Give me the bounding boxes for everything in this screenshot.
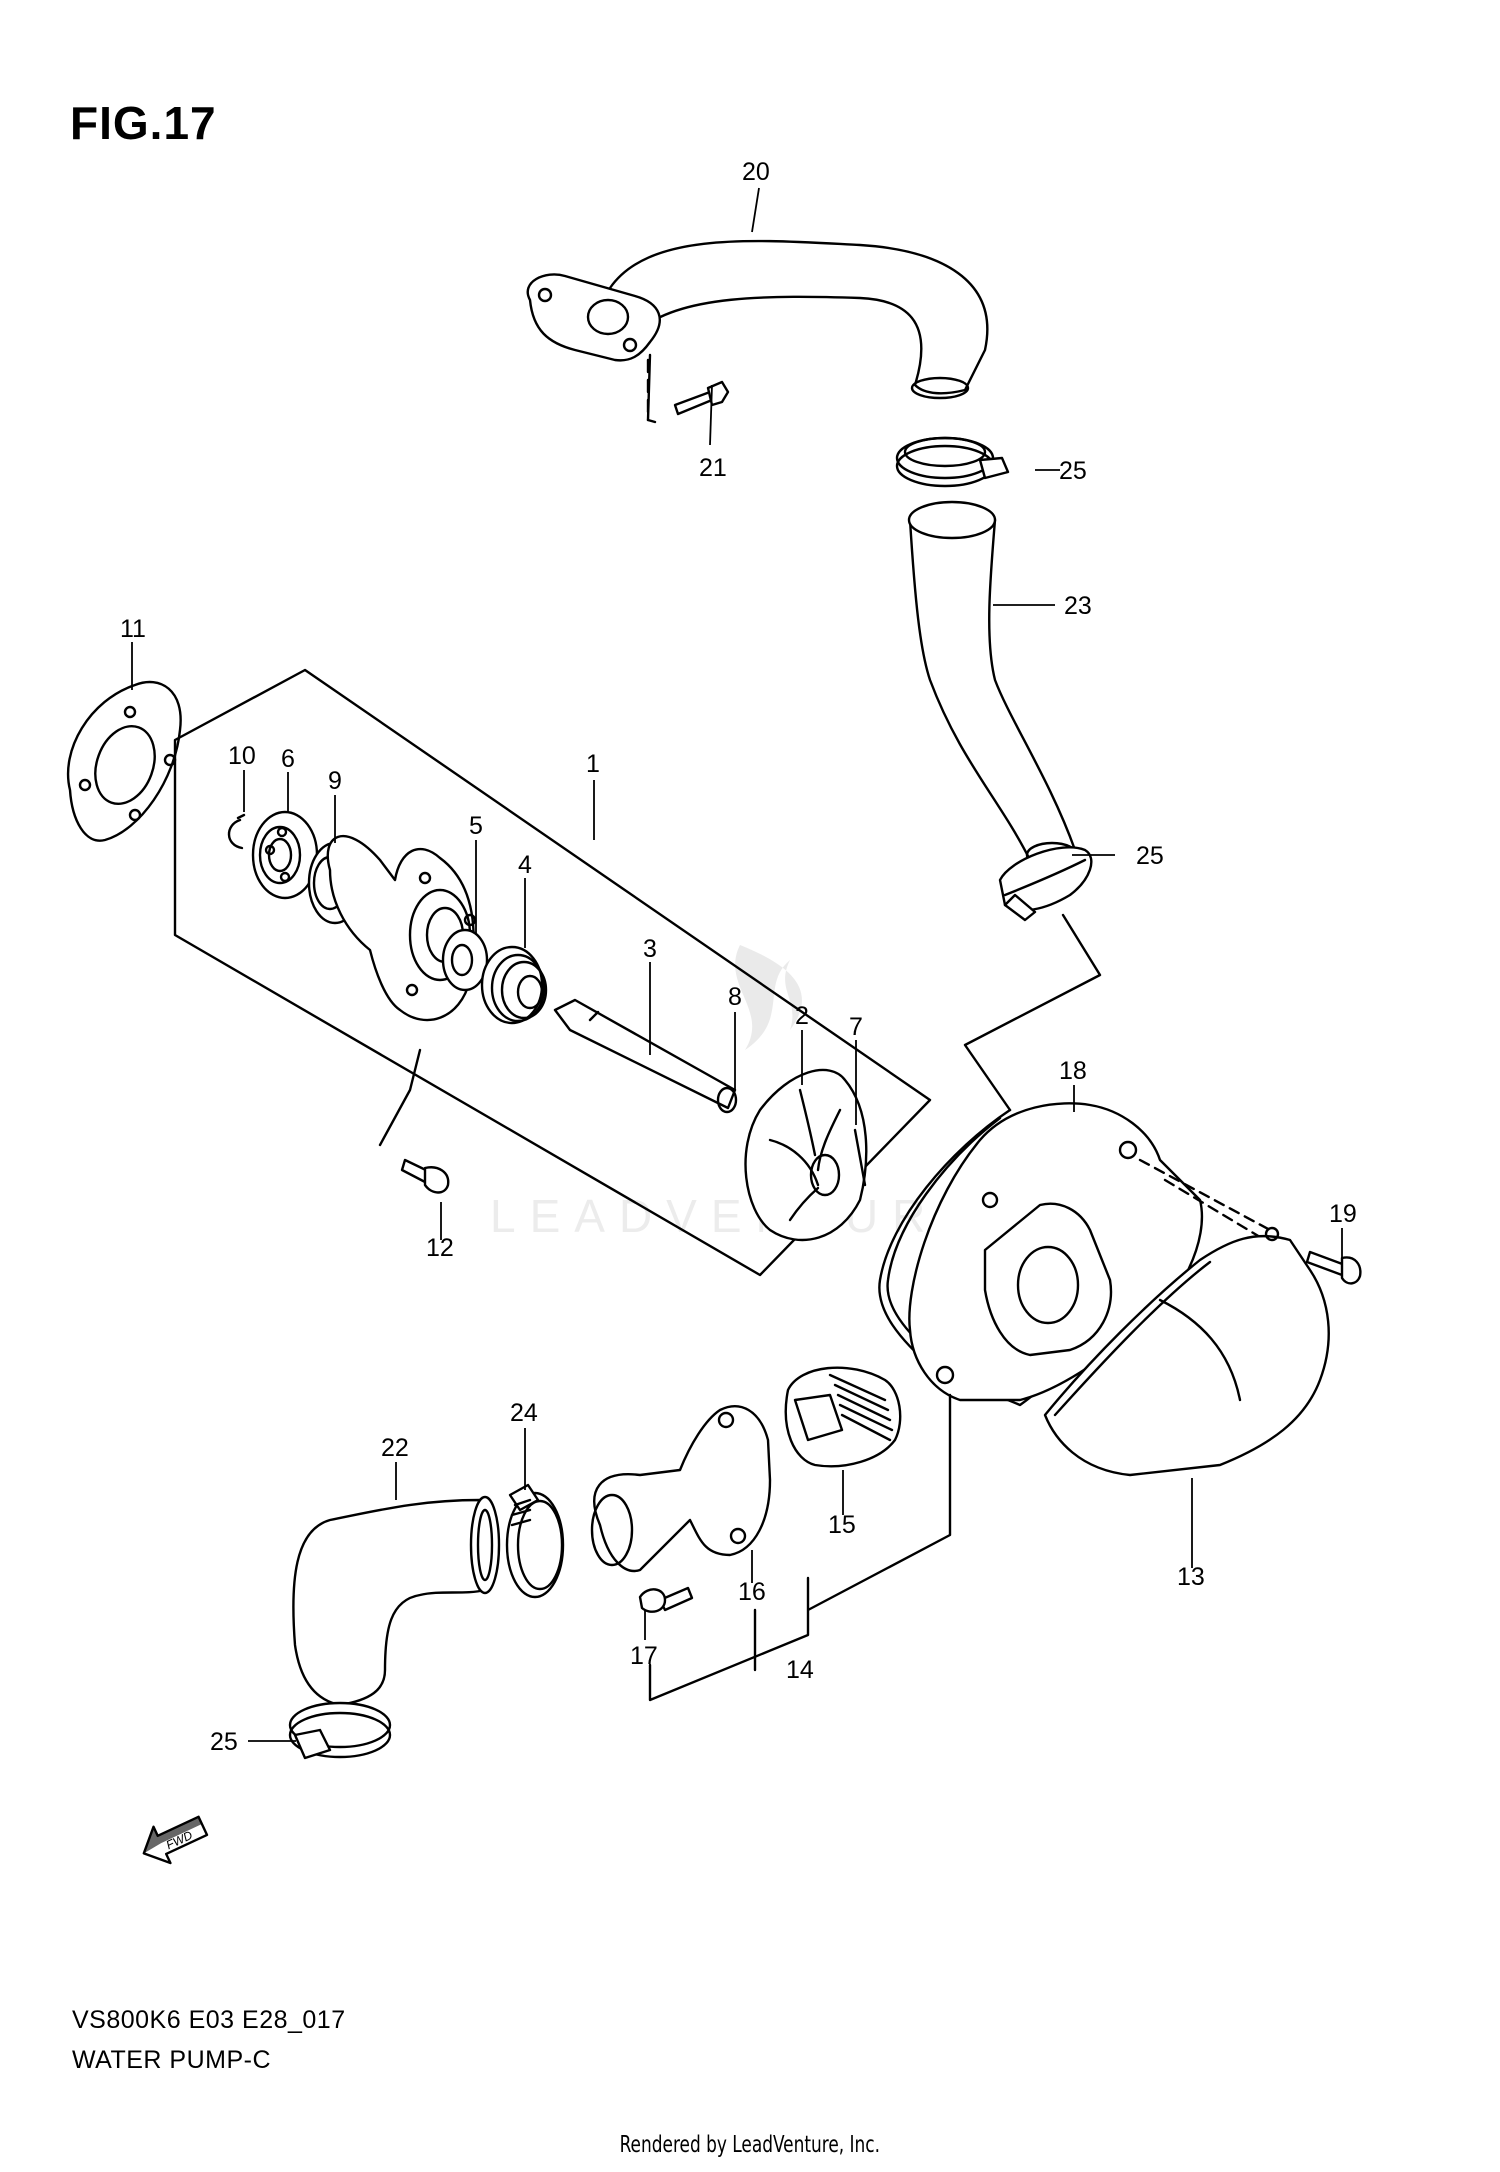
part-11-gasket[interactable] <box>66 680 182 842</box>
part-6-bearing[interactable] <box>251 810 319 900</box>
callout-19[interactable]: 19 <box>1329 1200 1357 1228</box>
callout-25-bottom[interactable]: 25 <box>210 1728 238 1756</box>
callout-25-top[interactable]: 25 <box>1059 457 1087 485</box>
part-23-water-hose[interactable] <box>907 500 1079 869</box>
part-22-elbow-hose[interactable] <box>292 1495 501 1707</box>
callout-22[interactable]: 22 <box>381 1434 409 1462</box>
callout-21[interactable]: 21 <box>699 454 727 482</box>
part-24-hose-clamp[interactable] <box>505 1483 565 1599</box>
callout-9[interactable]: 9 <box>328 767 342 795</box>
callout-5[interactable]: 5 <box>469 812 483 840</box>
callout-8[interactable]: 8 <box>728 983 742 1011</box>
part-13-pump-cover[interactable] <box>1043 1226 1330 1477</box>
model-code: VS800K6 E03 E28_017 <box>72 2006 346 2034</box>
part-16-thermostat-cover[interactable] <box>590 1405 772 1573</box>
part-25-hose-clamp-bottom[interactable] <box>288 1701 392 1760</box>
leader-lines <box>131 187 1343 1742</box>
footer-text: Rendered by LeadVenture, Inc. <box>619 2132 881 2158</box>
part-1-pump-body[interactable] <box>326 835 477 1022</box>
part-20-upper-pipe[interactable] <box>526 239 989 400</box>
callout-7[interactable]: 7 <box>849 1013 863 1041</box>
part-10-circlip[interactable] <box>227 813 246 850</box>
callout-15[interactable]: 15 <box>828 1511 856 1539</box>
part-19-bolt[interactable] <box>1305 1250 1362 1285</box>
callout-13[interactable]: 13 <box>1177 1563 1205 1591</box>
callout-12[interactable]: 12 <box>426 1234 454 1262</box>
callout-2[interactable]: 2 <box>795 1002 809 1030</box>
part-3-shaft[interactable] <box>553 998 737 1110</box>
callout-16[interactable]: 16 <box>738 1578 766 1606</box>
figure-title: FIG.17 <box>70 97 217 149</box>
part-25-hose-clamp-top[interactable] <box>895 436 1010 488</box>
watermark-logo: LEADVENTURE <box>490 945 984 1242</box>
callout-1[interactable]: 1 <box>586 750 600 778</box>
callout-18[interactable]: 18 <box>1059 1057 1087 1085</box>
callout-3[interactable]: 3 <box>643 935 657 963</box>
footer-credit: Rendered by LeadVenture, Inc. <box>0 2132 1500 2158</box>
callout-10[interactable]: 10 <box>228 742 256 770</box>
part-8-o-ring[interactable] <box>716 1086 738 1114</box>
section-name: WATER PUMP-C <box>72 2046 272 2074</box>
part-21-bolt[interactable] <box>646 353 730 424</box>
part-25-hose-clamp-middle[interactable] <box>998 846 1093 922</box>
part-2-impeller[interactable] <box>744 1068 868 1242</box>
part-15-thermostat[interactable] <box>784 1366 902 1468</box>
fwd-direction-arrow: FWD <box>142 1815 209 1865</box>
callout-23[interactable]: 23 <box>1064 592 1092 620</box>
callout-4[interactable]: 4 <box>518 851 532 879</box>
callout-17[interactable]: 17 <box>630 1642 658 1670</box>
callout-11[interactable]: 11 <box>120 615 146 643</box>
part-12-bolt[interactable] <box>378 1048 450 1194</box>
callout-14[interactable]: 14 <box>786 1656 814 1684</box>
callout-numbers: 20 21 25 23 25 11 1 10 6 9 5 4 3 8 2 7 1… <box>120 158 1357 1756</box>
callout-6[interactable]: 6 <box>281 745 295 773</box>
part-5-seal[interactable] <box>441 928 489 992</box>
part-7-washer[interactable] <box>853 1128 867 1187</box>
callout-25-middle[interactable]: 25 <box>1136 842 1164 870</box>
watermark-text: LEADVENTURE <box>490 1190 984 1242</box>
callout-20[interactable]: 20 <box>742 158 770 186</box>
part-17-bolt[interactable] <box>638 1586 694 1613</box>
part-4-mechanical-seal[interactable] <box>480 945 548 1025</box>
callout-24[interactable]: 24 <box>510 1399 538 1427</box>
